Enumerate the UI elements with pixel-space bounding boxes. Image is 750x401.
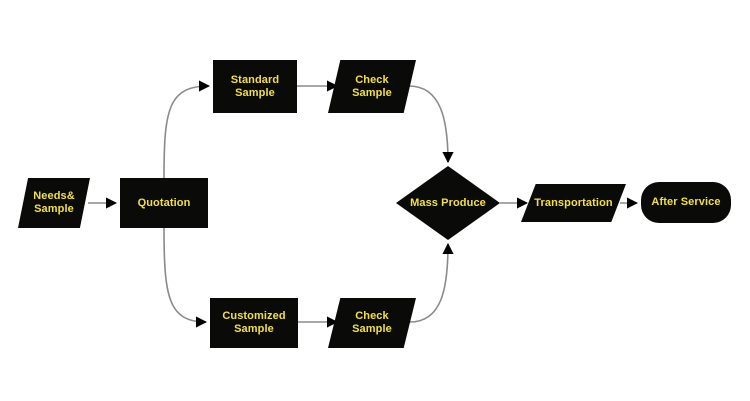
- node-needs-sample-label: Needs& Sample: [33, 190, 75, 215]
- node-standard-sample-label: Standard Sample: [230, 73, 280, 99]
- node-customized-sample[interactable]: Customized Sample: [210, 298, 298, 348]
- edge-quotation-to-customized: [163, 227, 208, 328]
- node-quotation[interactable]: Quotation: [120, 178, 208, 228]
- node-after-service-label: After Service: [651, 196, 721, 208]
- node-quotation-label: Quotation: [137, 196, 191, 209]
- node-check-sample-bottom[interactable]: Check Sample: [328, 298, 416, 348]
- node-mass-produce-label: Mass Produce: [410, 196, 486, 209]
- edge-check-bottom-to-mass: [409, 242, 454, 323]
- node-transportation[interactable]: Transportation: [521, 184, 626, 222]
- node-customized-sample-label: Customized Sample: [222, 310, 286, 335]
- node-needs-sample[interactable]: Needs& Sample: [18, 178, 90, 228]
- node-after-service[interactable]: After Service: [641, 182, 731, 223]
- node-check-sample-bottom-label: Check Sample: [352, 310, 392, 335]
- node-standard-sample[interactable]: Standard Sample: [213, 60, 297, 113]
- node-check-sample-top-label: Check Sample: [352, 73, 392, 99]
- edge-quotation-to-standard: [163, 80, 211, 179]
- edge-check-top-to-mass: [408, 85, 454, 164]
- node-check-sample-top[interactable]: Check Sample: [328, 60, 416, 113]
- node-transportation-label: Transportation: [534, 196, 613, 209]
